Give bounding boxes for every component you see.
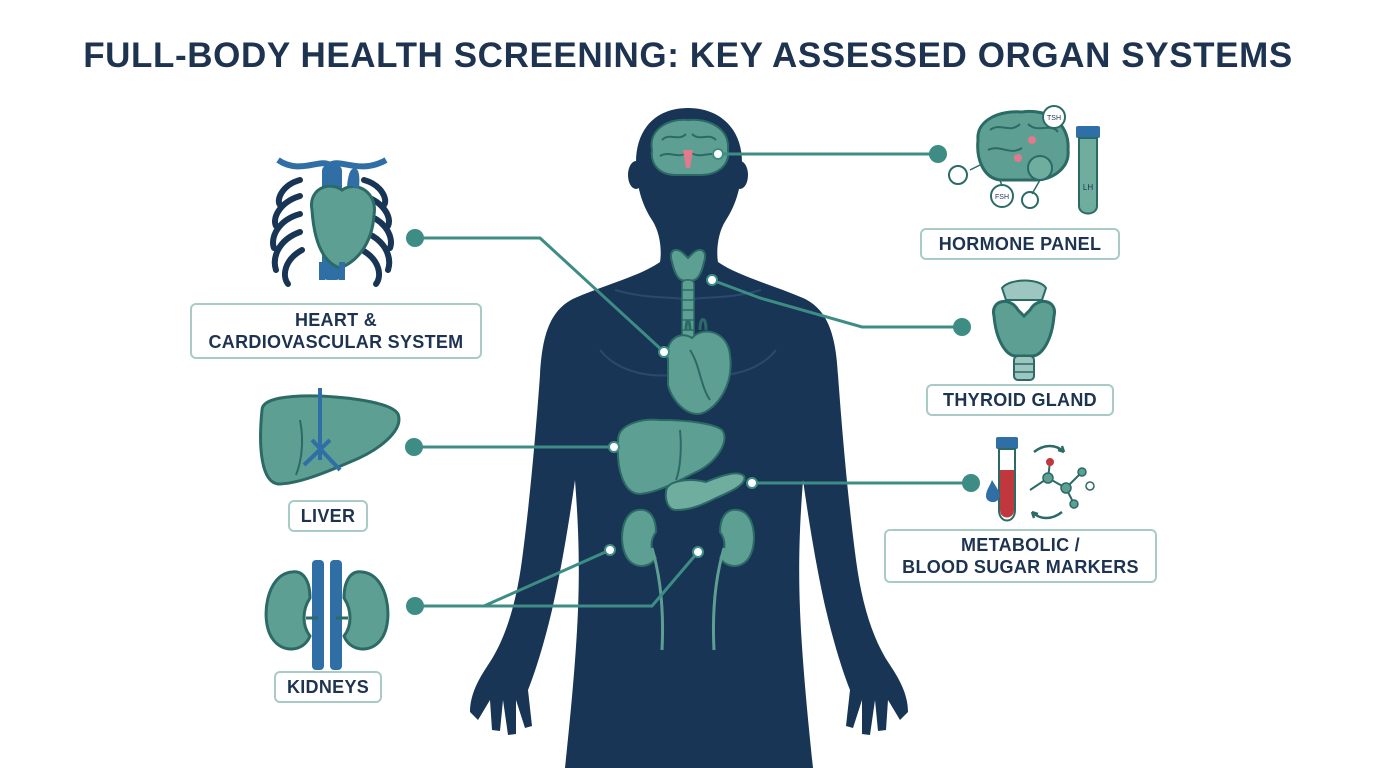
heart-ribcage-icon <box>270 157 394 287</box>
liver-icon <box>259 388 401 486</box>
lh-text: LH <box>1083 183 1093 192</box>
label-metabolic-line1: METABOLIC / <box>961 535 1080 555</box>
label-liver: LIVER <box>288 500 368 532</box>
kidneys-icon <box>264 560 390 670</box>
test-tube-icon: LH <box>1076 126 1100 215</box>
label-metabolic: METABOLIC / BLOOD SUGAR MARKERS <box>884 529 1157 583</box>
connector-kidneys-right <box>484 551 700 608</box>
label-heart-line1: HEART & <box>294 310 378 330</box>
connector-end-dots <box>604 148 758 558</box>
connector-heart <box>416 236 666 354</box>
label-kidneys-text: KIDNEYS <box>286 677 370 697</box>
label-thyroid-text: THYROID GLAND <box>943 390 1097 410</box>
liver-organ <box>616 418 726 496</box>
label-kidneys: KIDNEYS <box>274 671 382 703</box>
thyroid-icon <box>992 279 1056 381</box>
tsh-text: TSH <box>1047 115 1061 122</box>
fsh-text: FSH <box>995 194 1009 201</box>
kidney-right-organ <box>711 508 755 651</box>
connectors <box>414 152 970 608</box>
brain-organ <box>650 118 730 176</box>
connector-thyroid <box>711 278 962 329</box>
label-liver-text: LIVER <box>300 506 356 526</box>
brain-hormone-icon: TSH FSH <box>948 105 1070 209</box>
trachea <box>681 279 695 341</box>
heart-organ <box>666 318 732 415</box>
label-hormone: HORMONE PANEL <box>920 228 1120 260</box>
label-thyroid: THYROID GLAND <box>926 384 1114 416</box>
label-heart: HEART & CARDIOVASCULAR SYSTEM <box>190 303 482 359</box>
metabolic-icon <box>986 437 1095 522</box>
label-metabolic-line2: BLOOD SUGAR MARKERS <box>902 557 1139 577</box>
page-title: FULL-BODY HEALTH SCREENING: KEY ASSESSED… <box>83 36 1293 75</box>
pancreas-organ <box>664 472 746 512</box>
connector-dots <box>405 145 980 615</box>
label-heart-line2: CARDIOVASCULAR SYSTEM <box>208 332 464 352</box>
label-hormone-text: HORMONE PANEL <box>938 234 1102 254</box>
